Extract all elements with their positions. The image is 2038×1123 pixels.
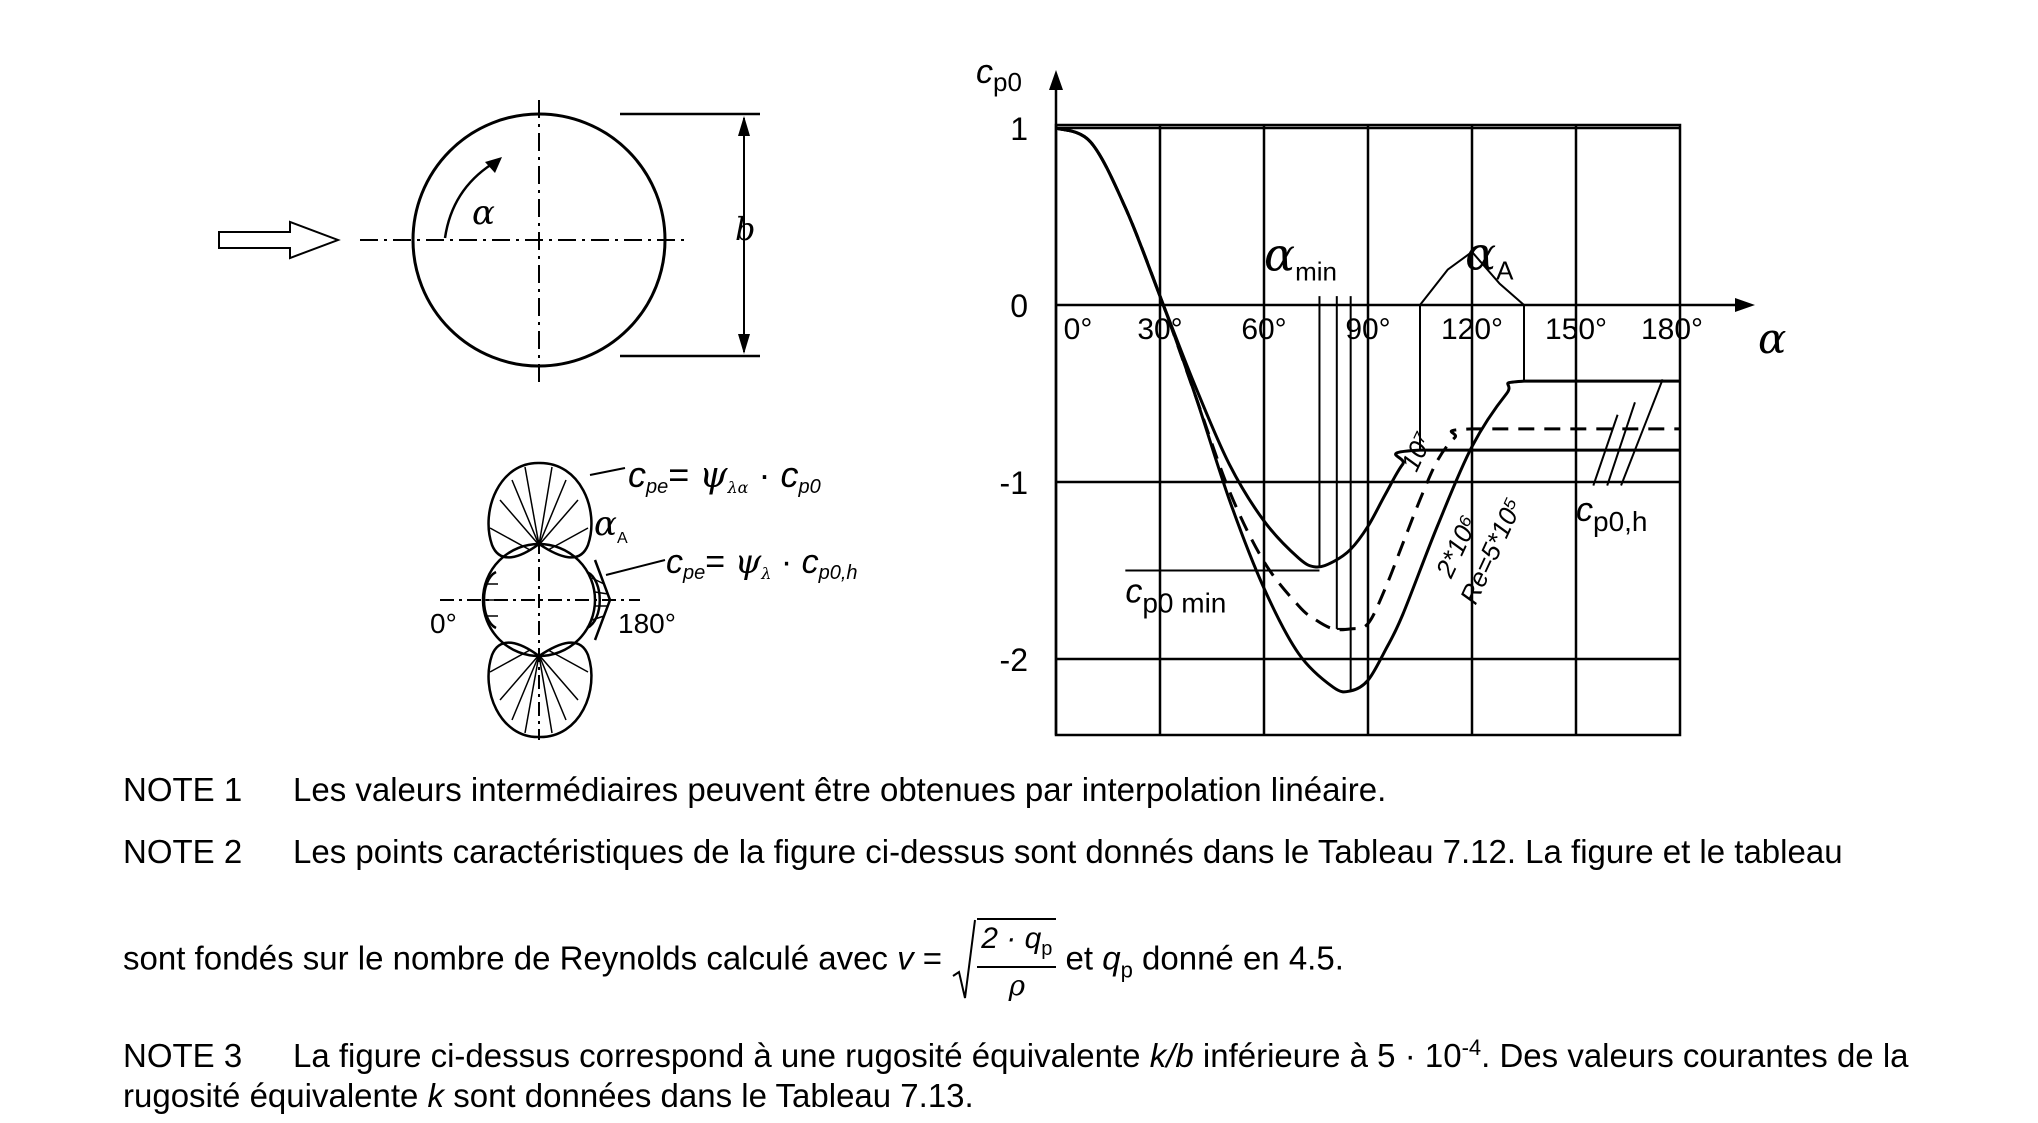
velocity-symbol: v <box>897 939 914 977</box>
note-1-text: Les valeurs intermédiaires peuvent être … <box>293 771 1387 808</box>
series-line <box>1055 126 1680 694</box>
cp0h-leader <box>1620 378 1664 486</box>
chart-axes: cp0 α <box>976 53 1786 735</box>
leader-line-1 <box>589 467 626 476</box>
alpha-a-label: αA <box>594 504 628 547</box>
formula-2: cpe= ψλ · cp0,h <box>666 542 858 584</box>
dimension-arrow-down-icon <box>738 334 750 354</box>
y-tick-label: -2 <box>1000 642 1028 678</box>
formula-1: cpe= ψλα · cp0 <box>628 454 821 498</box>
exponent: -4 <box>1461 1035 1482 1060</box>
cp0h-leader <box>1606 402 1636 486</box>
note-2-label: NOTE 2 <box>123 833 243 870</box>
note-1-label: NOTE 1 <box>123 771 243 808</box>
sqrt-icon <box>952 919 977 999</box>
x-tick-label: 60° <box>1241 313 1286 346</box>
note-2-text-b2: et <box>1056 939 1103 977</box>
note-3-text-b: inférieure à 5 · 10 <box>1193 1037 1462 1074</box>
y-axis-title: cp0 <box>976 53 1022 97</box>
fraction-denominator: ρ <box>1008 969 1026 1002</box>
q-symbol: q <box>1102 939 1121 977</box>
alpha-label: α <box>472 193 495 233</box>
leader-line-2 <box>605 559 666 576</box>
y-axis-arrow-icon <box>1049 70 1063 90</box>
x-tick-label: 0° <box>1064 313 1093 346</box>
arrowhead-icon <box>485 157 502 173</box>
note-2-text-a: Les points caractéristiques de la figure… <box>293 833 1843 870</box>
x-axis-arrow-icon <box>1735 298 1755 312</box>
deg-180-label: 180° <box>618 608 676 639</box>
equals-sign: = <box>913 939 952 977</box>
note-1: NOTE 1 Les valeurs intermédiaires peuvent… <box>123 770 1386 810</box>
lobe-hatching <box>484 466 609 734</box>
y-tick-label: 1 <box>1010 111 1028 147</box>
y-tick-label: -1 <box>1000 465 1028 501</box>
x-tick-label: 30° <box>1137 313 1182 346</box>
x-tick-label: 180° <box>1641 313 1703 346</box>
cp0h-label: cp0,h <box>1576 491 1648 537</box>
note-2-text-b3: donné en 4.5. <box>1132 939 1344 977</box>
alpha-a-leader <box>1419 250 1525 306</box>
alpha-arc-icon <box>443 162 493 239</box>
x-axis-title: α <box>1758 314 1786 363</box>
note-2-text-b1: sont fondés sur le nombre de Reynolds ca… <box>123 939 898 977</box>
zero-deg-label: 0° <box>430 608 457 639</box>
note-3-label: NOTE 3 <box>123 1037 243 1074</box>
cp0-min-label: cp0 min <box>1125 572 1226 618</box>
chart-ticks: 10-1-20°30°60°90°120°150°180° <box>1000 111 1703 678</box>
b-label: b <box>735 210 755 248</box>
fraction-numerator: 2 · q <box>981 922 1042 955</box>
y-tick-label: 0 <box>1010 288 1028 324</box>
alpha-a-label: αA <box>1465 227 1514 286</box>
cylinder-figure: α b cpe= ψλα · cp0 <box>218 100 858 740</box>
note-3-text-d: sont données dans le Tableau 7.13. <box>444 1077 974 1114</box>
x-tick-label: 150° <box>1545 313 1607 346</box>
chart-annotations: αmin αA cp0 min cp0,h <box>1125 227 1680 691</box>
alpha-min-label: αmin <box>1264 227 1337 286</box>
k-symbol: k <box>427 1077 445 1114</box>
kb-symbol: k/b <box>1149 1037 1194 1074</box>
x-tick-label: 90° <box>1345 313 1390 346</box>
cylinder-circle <box>411 112 667 368</box>
note-3: NOTE 3 La figure ci-dessus correspond à u… <box>123 1028 1983 1116</box>
note-3-text-a: La figure ci-dessus correspond à une rug… <box>293 1037 1150 1074</box>
q-sub: p <box>1120 957 1133 983</box>
note-2-continued: sont fondés sur le nombre de Reynolds ca… <box>123 918 1344 1004</box>
note-3-text-c: . Des valeurs courantes de la rugosité é… <box>123 1037 1909 1114</box>
cp0h-leader <box>1592 414 1619 486</box>
wind-arrow-icon <box>218 220 341 260</box>
dimension-arrow-up-icon <box>738 116 750 136</box>
fraction-numerator-sub: p <box>1041 938 1053 960</box>
note-2: NOTE 2 Les points caractéristiques de la … <box>123 832 1843 872</box>
